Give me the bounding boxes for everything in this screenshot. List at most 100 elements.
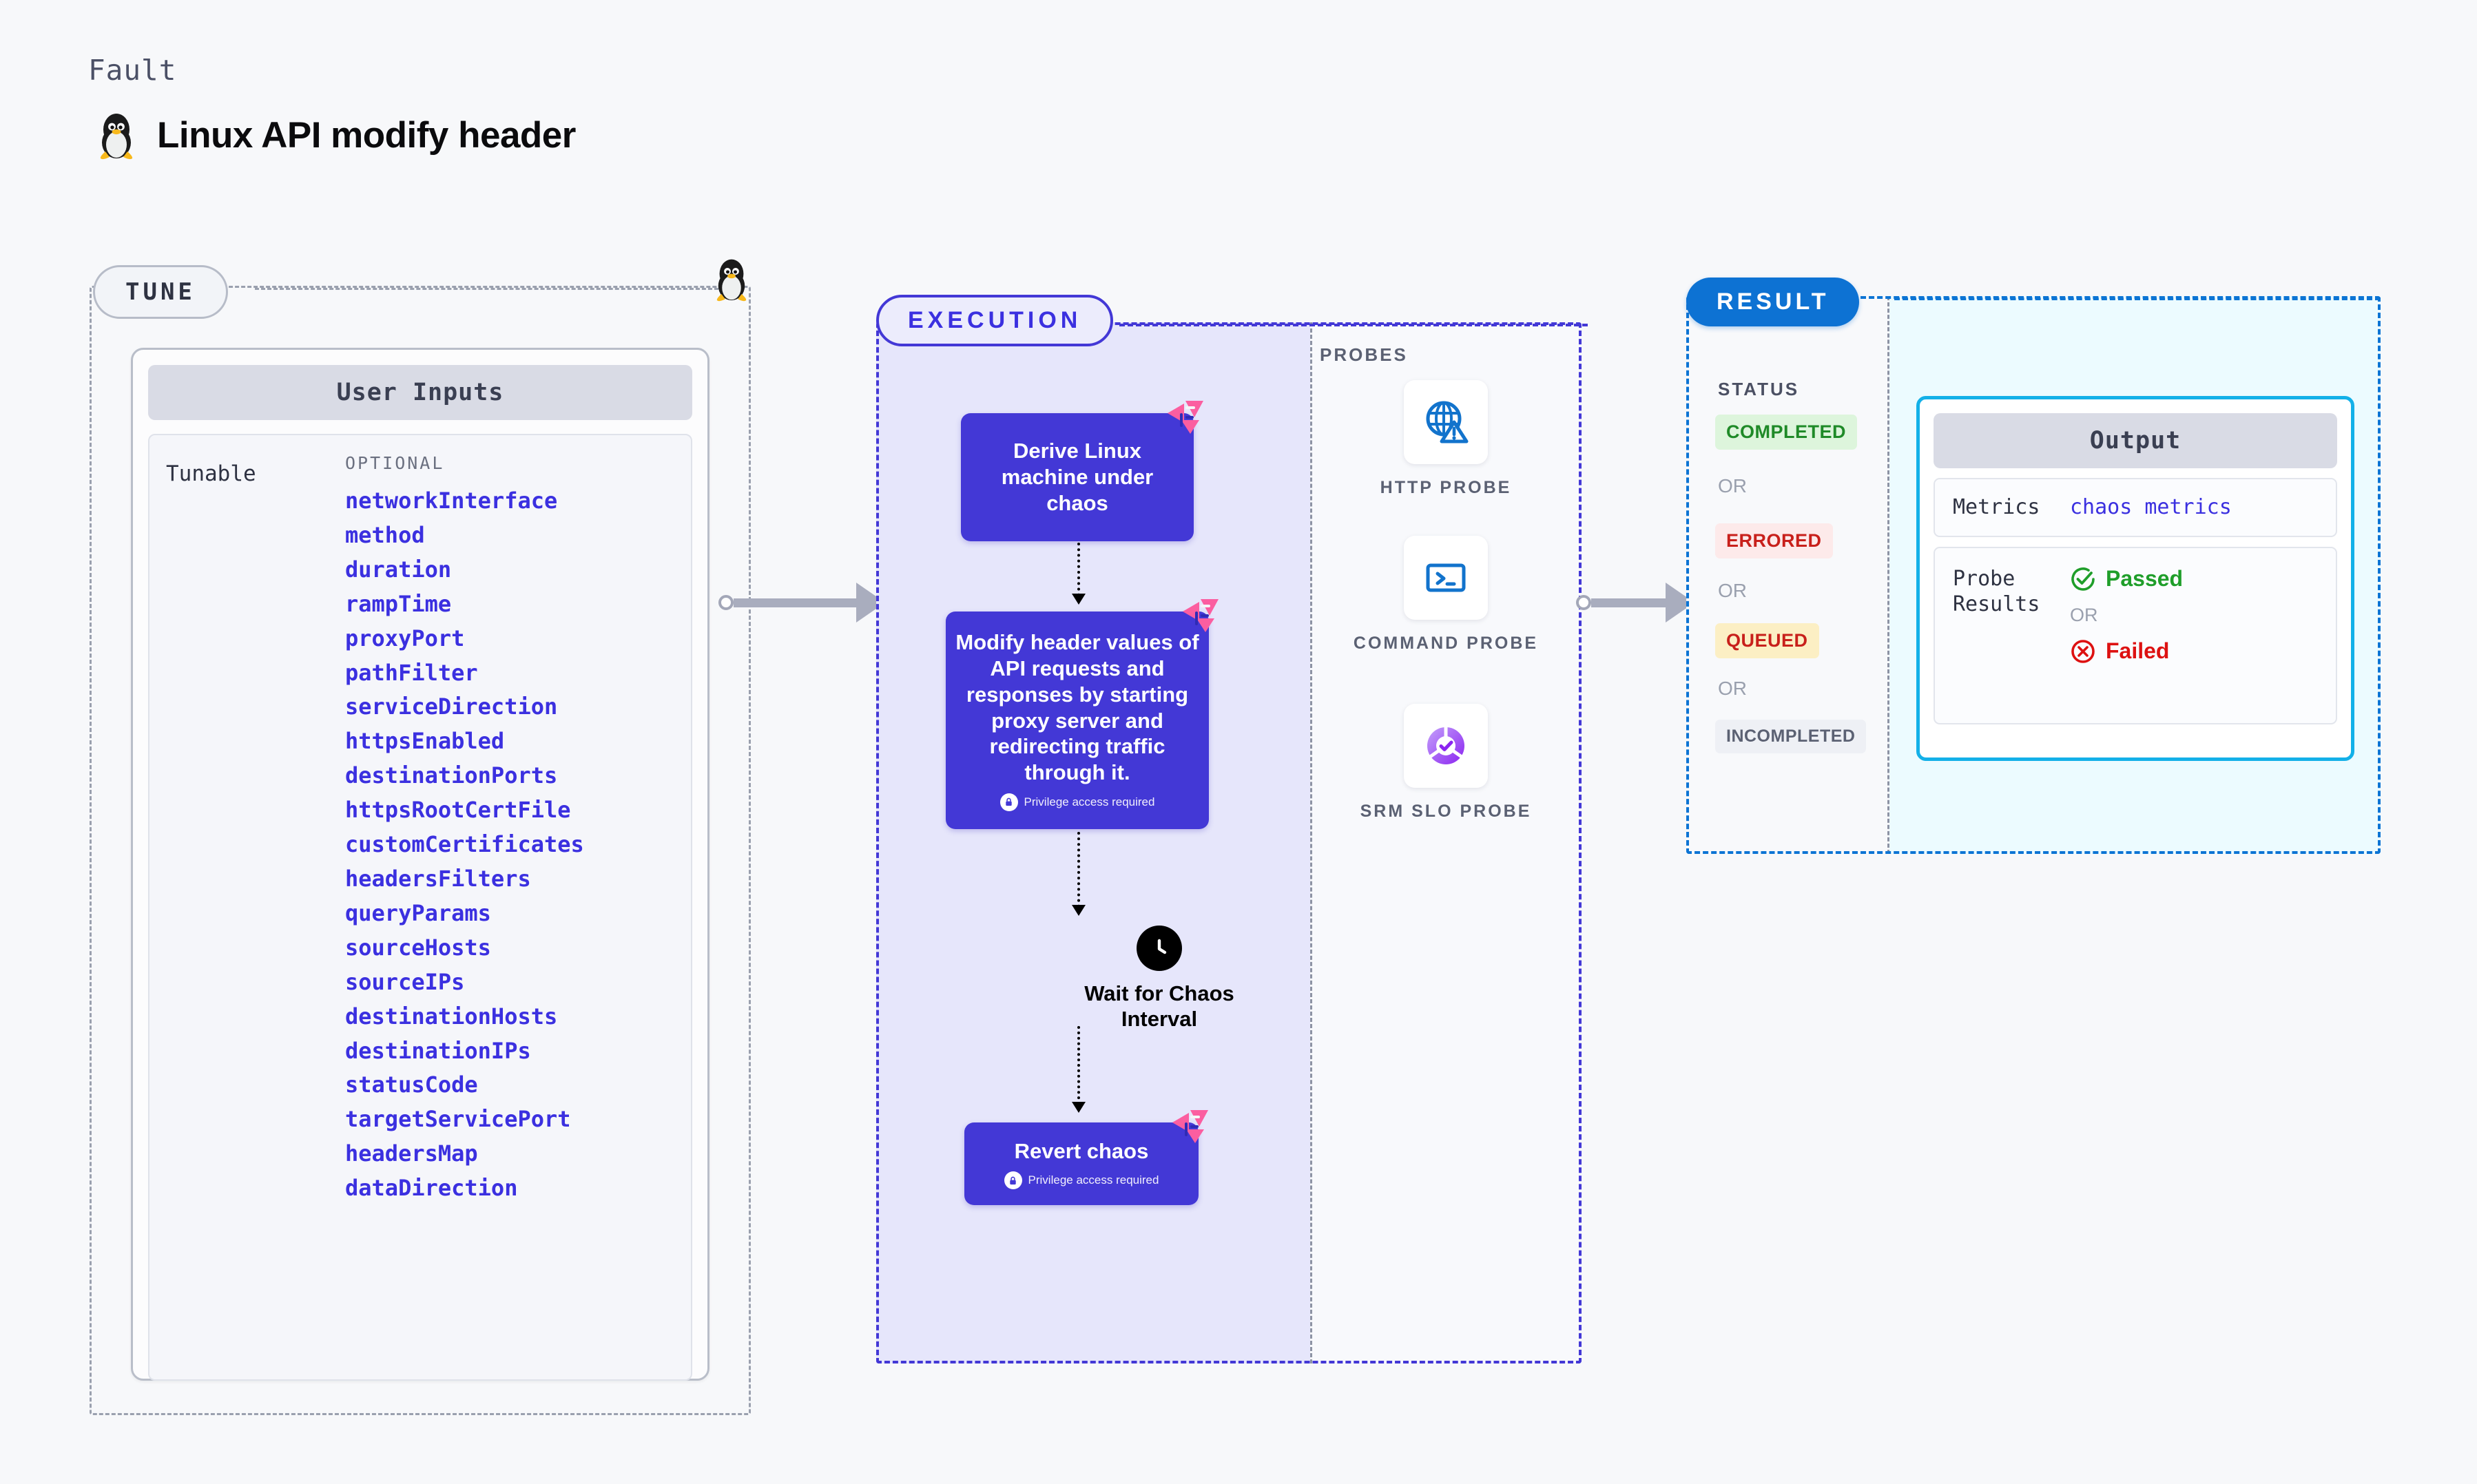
status-badge-queued: QUEUED [1715, 623, 1819, 658]
status-badge-incompleted: INCOMPLETED [1715, 720, 1867, 753]
tunable-param[interactable]: queryParams [345, 899, 491, 926]
tunable-param[interactable]: serviceDirection [345, 693, 558, 720]
probe-result-failed: Failed [2070, 638, 2183, 665]
status-or-3: OR [1718, 678, 1747, 699]
tunable-param[interactable]: destinationIPs [345, 1037, 531, 1064]
probe-label: COMMAND PROBE [1353, 634, 1539, 653]
globe-warning-icon [1404, 380, 1488, 464]
execution-node-derive-machine[interactable]: Derive Linux machine under chaos [961, 401, 1203, 541]
metrics-value[interactable]: chaos metrics [2070, 495, 2232, 520]
tunable-param[interactable]: rampTime [345, 590, 452, 617]
flow-arrow-1 [1072, 543, 1086, 605]
tunable-param[interactable]: pathFilter [345, 659, 478, 686]
user-inputs-title: User Inputs [148, 365, 692, 420]
node-title: Derive Linux machine under chaos [1001, 439, 1154, 515]
probe-label: HTTP PROBE [1380, 478, 1512, 497]
tune-connector-dash [255, 288, 737, 290]
user-inputs-card: User Inputs Tunable OPTIONAL networkInte… [131, 348, 709, 1381]
tunable-param[interactable]: destinationPorts [345, 762, 558, 789]
probe-results-values: Passed OR Failed [2070, 566, 2183, 665]
tunable-param[interactable]: headersMap [345, 1140, 478, 1167]
connector-start-dot [1576, 595, 1591, 610]
optional-param-column: OPTIONAL networkInterface method duration r… [345, 453, 684, 1366]
probe-result-passed: Passed [2070, 566, 2183, 592]
result-status-column [1686, 296, 1889, 854]
metrics-key: Metrics [1953, 495, 2040, 519]
execution-connector-dash [1119, 324, 1588, 326]
flow-arrow-3 [1072, 1026, 1086, 1113]
tunable-param[interactable]: method [345, 521, 425, 548]
probe-srm-slo[interactable]: SRM SLO PROBE [1310, 704, 1582, 824]
check-circle-icon [2071, 567, 2095, 591]
lock-icon [999, 793, 1018, 811]
probe-label: SRM SLO PROBE [1360, 802, 1532, 821]
connector-bar [1591, 598, 1667, 607]
privilege-note: Privilege access required [999, 793, 1155, 811]
probes-title: PROBES [1320, 344, 1408, 365]
probe-http[interactable]: HTTP PROBE [1310, 380, 1582, 500]
optional-label: OPTIONAL [345, 453, 445, 473]
tunable-param[interactable]: headersFilters [345, 865, 531, 892]
connector-start-dot [718, 595, 734, 610]
execution-node-modify-header[interactable]: Modify header values of API requests and… [946, 599, 1219, 829]
output-card-title: Output [1934, 413, 2337, 468]
lock-icon [1004, 1171, 1022, 1190]
tunable-param[interactable]: customCertificates [345, 831, 584, 858]
tunable-group-label: Tunable [166, 461, 256, 486]
page-title: Linux API modify header [157, 114, 576, 156]
failed-label: Failed [2106, 638, 2170, 663]
tune-linux-penguin-icon [713, 256, 750, 302]
privilege-note-text: Privilege access required [1024, 795, 1155, 808]
tunable-param[interactable]: proxyPort [345, 625, 465, 651]
execution-node-wait-for-chaos[interactable]: Wait for Chaos Interval [1066, 926, 1252, 1032]
privilege-note: Privilege access required [1004, 1171, 1159, 1190]
output-card: Output Metrics chaos metrics Probe Resul… [1916, 396, 2354, 761]
tunable-param[interactable]: sourceIPs [345, 968, 465, 995]
tunable-param[interactable]: statusCode [345, 1072, 478, 1098]
privilege-note-text: Privilege access required [1028, 1173, 1159, 1187]
output-metrics-row: Metrics chaos metrics [1934, 478, 2337, 537]
clock-icon [1137, 926, 1182, 971]
status-or-1: OR [1718, 475, 1747, 497]
status-title: STATUS [1718, 379, 1800, 399]
tunable-body: Tunable OPTIONAL networkInterface method d… [148, 434, 692, 1381]
status-badge-completed: COMPLETED [1715, 415, 1858, 450]
connector-bar [734, 598, 858, 607]
probe-command[interactable]: COMMAND PROBE [1310, 536, 1582, 656]
flow-arrow-2 [1072, 832, 1086, 916]
passed-label: Passed [2106, 566, 2184, 591]
connector-tune-to-execution [718, 583, 896, 623]
fault-eyebrow-label: Fault [88, 54, 177, 87]
wait-node-label: Wait for Chaos Interval [1084, 981, 1234, 1032]
probe-result-or: OR [2070, 604, 2098, 625]
node-title: Modify header values of API requests and… [955, 630, 1199, 785]
tunable-param[interactable]: httpsRootCertFile [345, 797, 571, 824]
srm-slo-donut-icon [1404, 704, 1488, 788]
tune-panel-boundary [90, 286, 751, 1415]
result-pill-label: RESULT [1686, 278, 1860, 326]
tunable-param[interactable]: sourceHosts [345, 934, 491, 961]
terminal-icon [1404, 536, 1488, 620]
tunable-param[interactable]: targetServicePort [345, 1106, 571, 1133]
page-title-row: Linux API modify header [96, 110, 576, 160]
chaos-corner-badge-icon [1168, 401, 1203, 434]
tunable-param[interactable]: networkInterface [345, 488, 558, 514]
tunable-param-list: networkInterface method duration rampTime pr… [345, 484, 684, 1206]
execution-node-revert-chaos[interactable]: Revert chaos Privilege access required [964, 1110, 1208, 1205]
tunable-param[interactable]: dataDirection [345, 1175, 518, 1202]
x-circle-icon [2071, 639, 2095, 663]
tunable-param[interactable]: duration [345, 556, 452, 583]
tunable-param[interactable]: destinationHosts [345, 1003, 558, 1030]
tunable-param[interactable]: httpsEnabled [345, 728, 505, 755]
status-or-2: OR [1718, 580, 1747, 601]
tune-pill-label: TUNE [93, 265, 228, 319]
chaos-corner-badge-icon [1172, 1110, 1208, 1143]
probe-results-key: Probe Results [1953, 566, 2040, 617]
probes-panel [1310, 322, 1582, 1363]
chaos-corner-badge-icon [1183, 599, 1219, 632]
node-title: Revert chaos [1014, 1138, 1149, 1163]
output-probe-results-row: Probe Results Passed OR Failed [1934, 546, 2337, 724]
execution-pill-label: EXECUTION [876, 295, 1114, 346]
linux-penguin-icon [96, 110, 136, 160]
status-badge-errored: ERRORED [1715, 523, 1833, 558]
